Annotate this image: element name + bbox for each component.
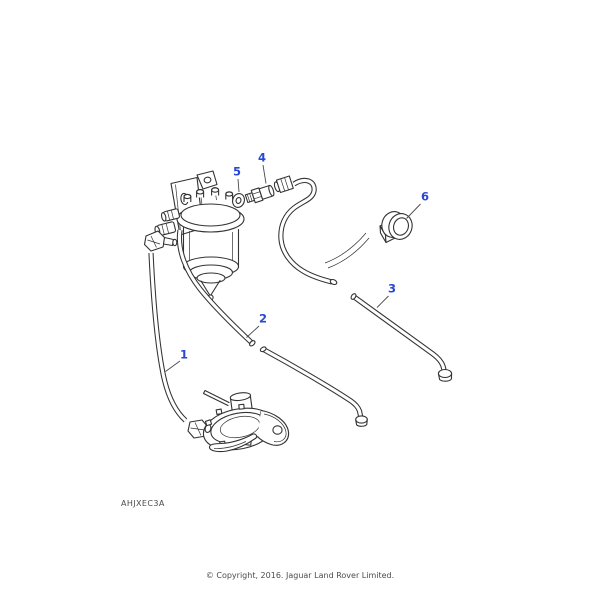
callout-1[interactable]: 1 (179, 347, 189, 362)
hose-routing-lines (324, 232, 370, 269)
union-fitting-part-4 (244, 184, 275, 204)
upper-fuel-hose (273, 175, 338, 286)
hose-part-2 (176, 229, 368, 427)
clip-part-6 (379, 211, 413, 244)
fuel-filter (154, 187, 245, 301)
callout-3[interactable]: 3 (387, 281, 397, 296)
callout-5[interactable]: 5 (232, 164, 242, 179)
fuel-pump (202, 389, 290, 453)
hose-part-1 (143, 230, 220, 439)
callout-4[interactable]: 4 (257, 150, 267, 165)
callout-2[interactable]: 2 (258, 311, 268, 326)
copyright-notice: © Copyright, 2016. Jaguar Land Rover Lim… (205, 571, 395, 580)
hose-part-3 (350, 293, 453, 382)
diagram-code: AHJXEC3A (121, 499, 165, 508)
callout-6[interactable]: 6 (420, 189, 430, 204)
callout-leader-lines (165, 164, 421, 372)
sealing-washer-part-5 (232, 193, 245, 208)
